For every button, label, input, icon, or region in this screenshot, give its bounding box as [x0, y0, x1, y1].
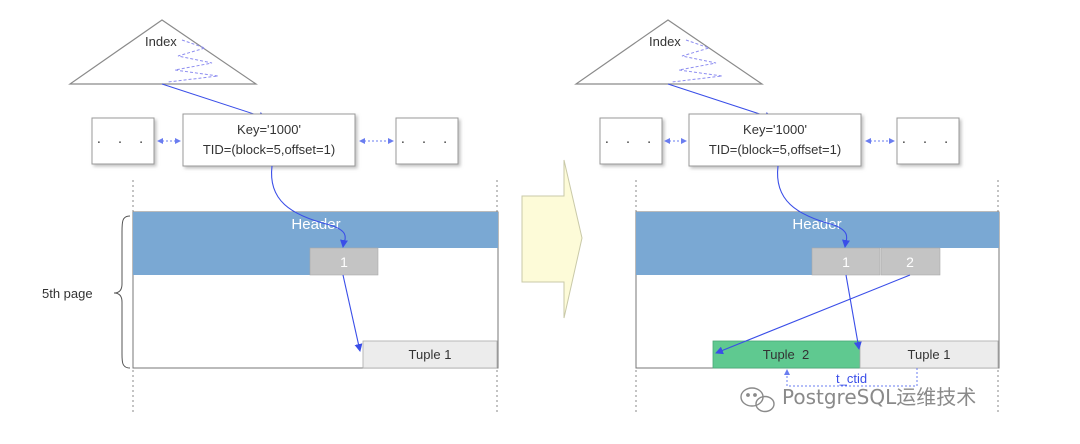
right-t-ctid-label: t_ctid [836, 371, 867, 386]
left-key-line1: Key='1000' [237, 122, 301, 137]
left-slot-to-tuple-arrow [342, 274, 363, 352]
left-key-line2: TID=(block=5,offset=1) [203, 142, 335, 157]
left-key-to-slot-arrow [270, 165, 348, 248]
left-page-brace [113, 215, 131, 369]
right-page-header [636, 212, 999, 248]
left-tuple-1: Tuple 1 [362, 340, 498, 369]
left-slot-1: 1 [309, 247, 379, 276]
wechat-icon [740, 387, 775, 413]
watermark-text: PostgreSQL运维技术 [782, 385, 976, 409]
right-t-ctid-arrow [784, 368, 918, 387]
left-index-triangle: Index [68, 19, 258, 85]
left-tuple-1-label: Tuple 1 [409, 347, 452, 362]
left-key-dots-right: · · · [400, 133, 453, 150]
right-slot-1-label: 1 [842, 254, 850, 270]
right-panel: Index · · · Key='1000' TID=(block=5,offs… [574, 19, 1000, 415]
right-key-dots-box-right: · · · [896, 117, 960, 165]
left-key-box: Key='1000' TID=(block=5,offset=1) [182, 113, 356, 167]
right-slot2-to-tuple2-arrow [715, 274, 911, 355]
right-slot1-to-tuple1-arrow [845, 274, 862, 350]
right-key-to-slot-arrow [776, 165, 850, 248]
transition-arrow [521, 159, 583, 319]
left-page-header-lower [133, 248, 311, 275]
right-key-box: Key='1000' TID=(block=5,offset=1) [688, 113, 862, 167]
right-slot-1: 1 [811, 247, 881, 276]
right-slot-2: 2 [880, 247, 941, 276]
right-tuple-1-label: Tuple 1 [908, 347, 951, 362]
left-index-to-key-arrow [161, 83, 267, 120]
left-page-header [133, 212, 498, 248]
left-page-label: 5th page [42, 286, 93, 301]
right-index-triangle: Index [574, 19, 764, 85]
right-key-dots-left: · · · [604, 133, 657, 150]
right-key-dots-right: · · · [901, 133, 954, 150]
right-key-dots-box: · · · [599, 117, 663, 165]
right-index-to-key-arrow [667, 83, 773, 120]
right-key-line2: TID=(block=5,offset=1) [709, 142, 841, 157]
right-slot-2-label: 2 [906, 254, 914, 270]
right-header-label: Header [792, 216, 841, 233]
left-key-dots-box: · · · [91, 117, 155, 165]
right-tuple-2-label: Tuple 2 [763, 347, 810, 362]
left-panel: Index · · · Key='1000' TID=(block=5,offs… [42, 19, 499, 415]
left-key-dots-box-right: · · · [395, 117, 459, 165]
right-key-line1: Key='1000' [743, 122, 807, 137]
left-key-dots-left: · · · [96, 133, 149, 150]
right-tuple-1: Tuple 1 [859, 340, 999, 369]
left-slot-1-label: 1 [340, 254, 348, 270]
right-index-label: Index [649, 34, 681, 49]
left-header-label: Header [291, 216, 340, 233]
left-index-label: Index [145, 34, 177, 49]
right-page-header-lower [636, 248, 812, 275]
watermark: PostgreSQL运维技术 [740, 385, 976, 413]
